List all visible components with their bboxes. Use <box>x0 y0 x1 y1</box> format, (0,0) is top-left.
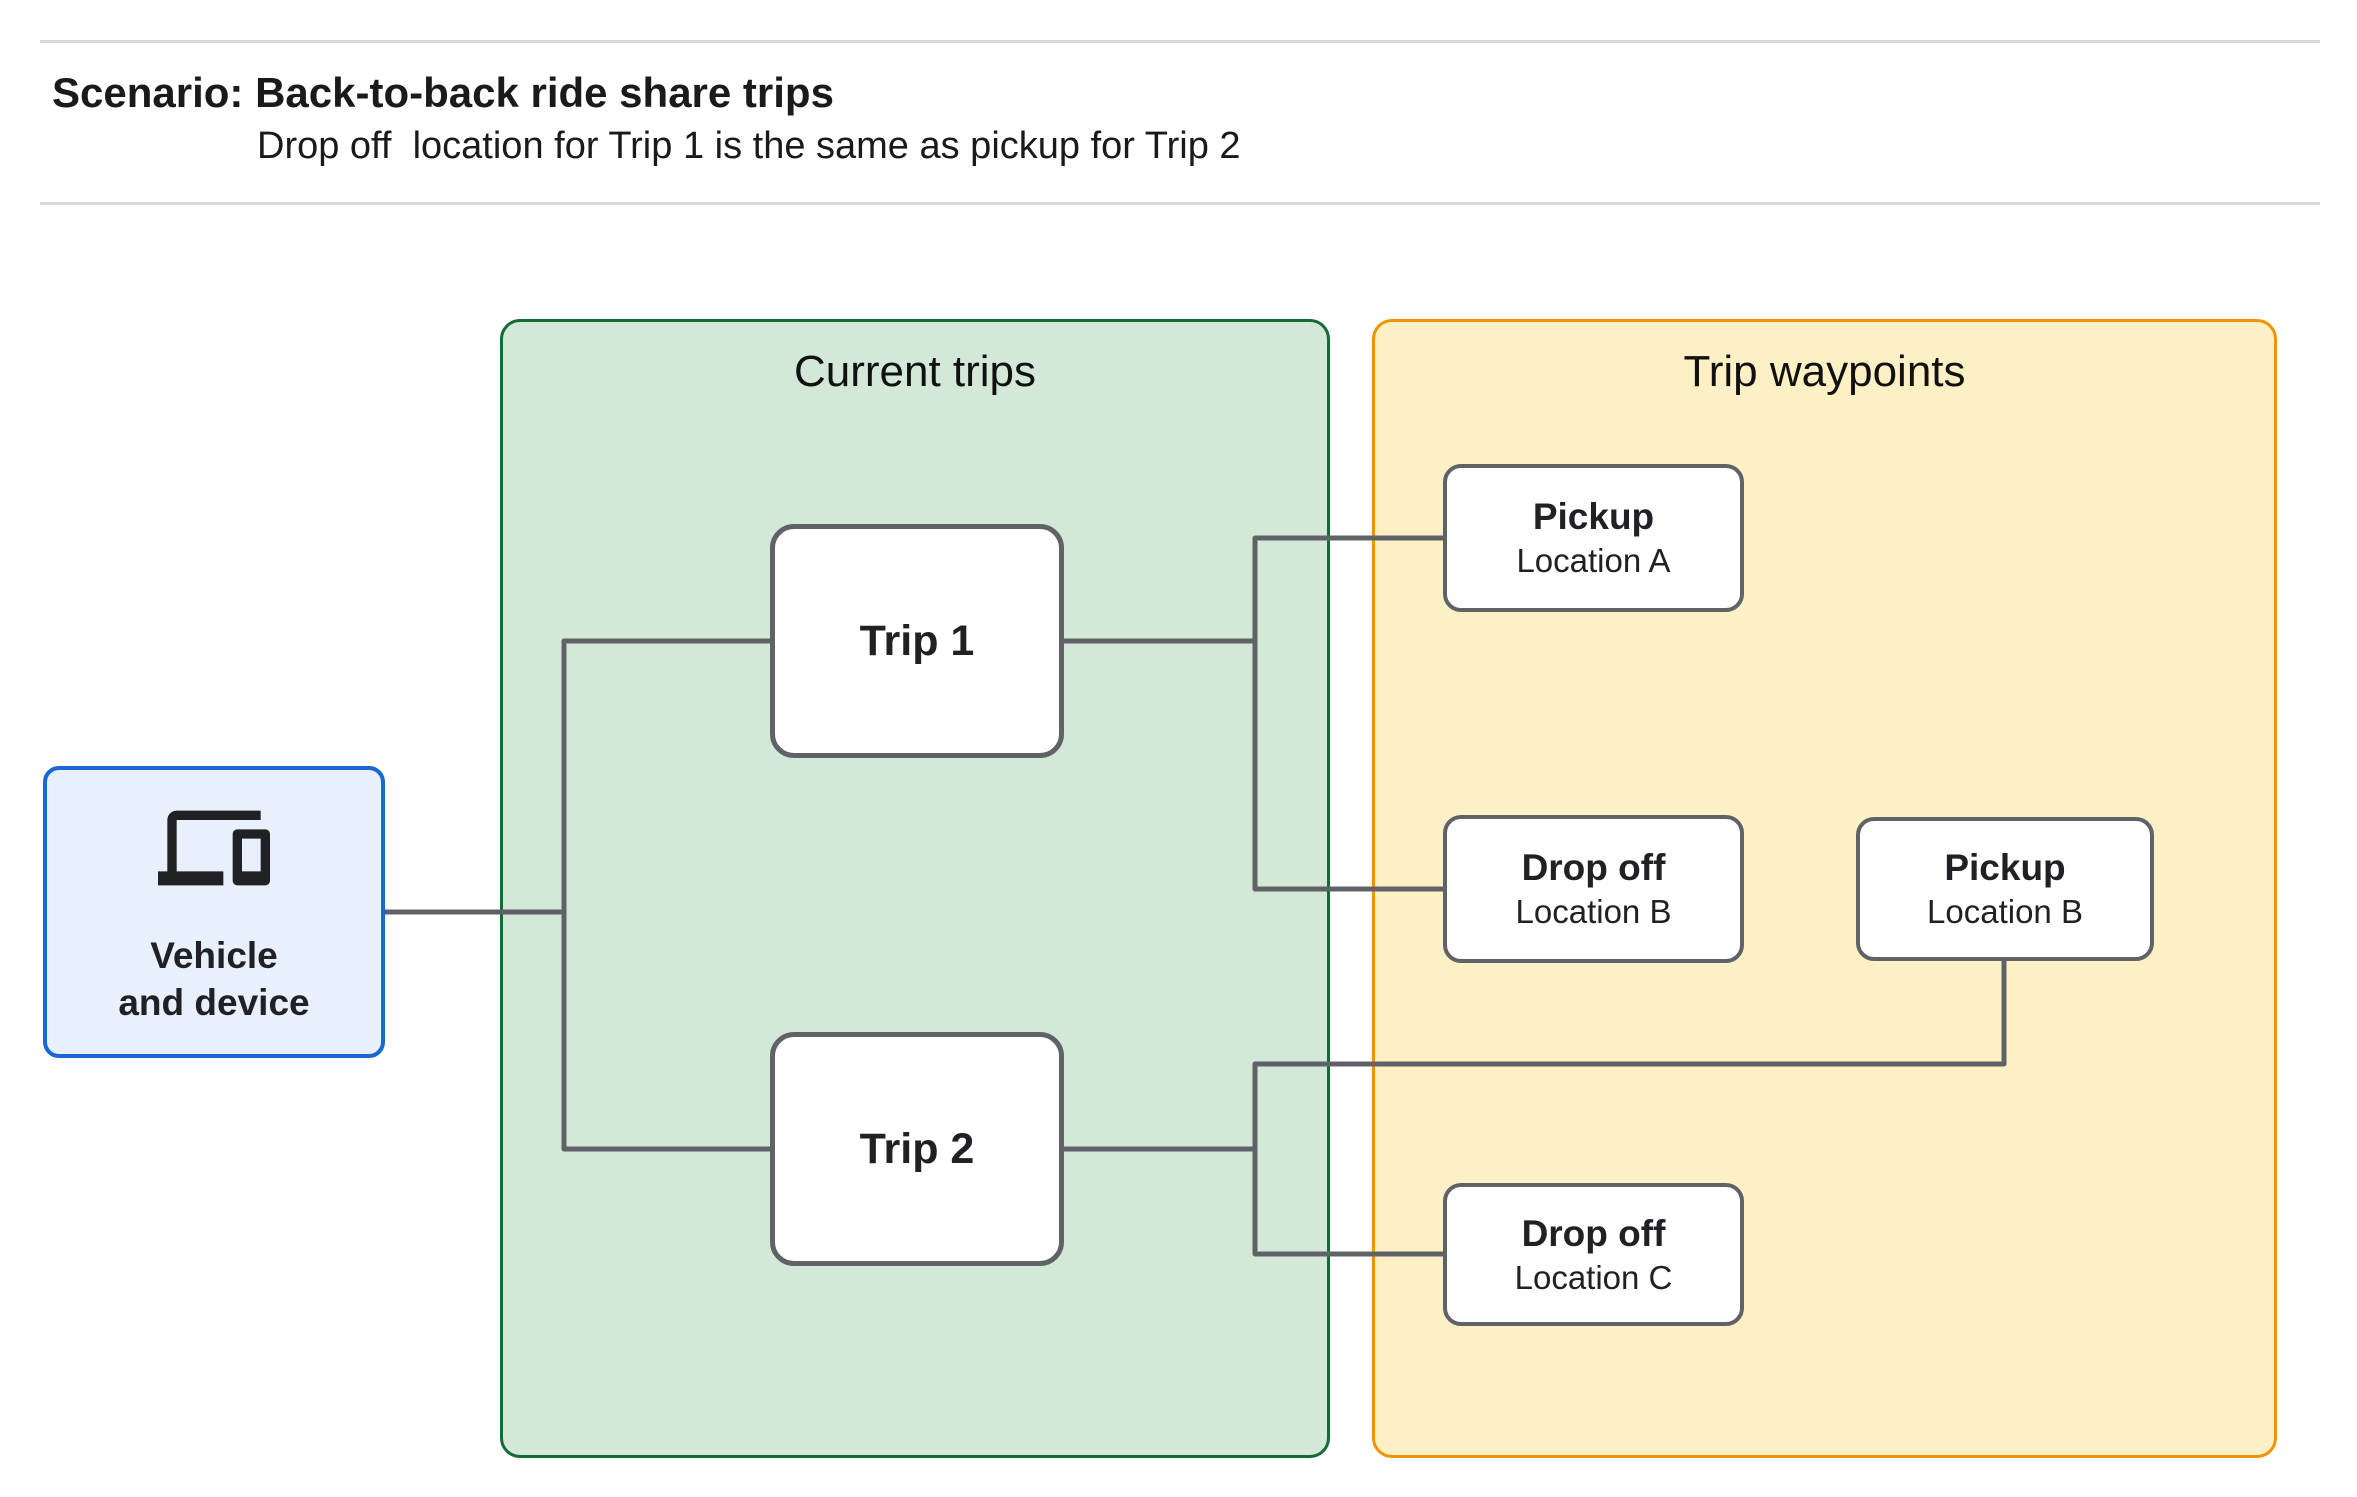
dropoff-c-location: Location C <box>1514 1258 1673 1296</box>
dropoff-c-title: Drop off <box>1521 1212 1666 1254</box>
pickup-a-title: Pickup <box>1532 496 1655 537</box>
node-dropoff-location-b: Drop off Location B <box>1443 815 1744 963</box>
node-dropoff-location-c: Drop off Location C <box>1443 1183 1744 1326</box>
page-subtitle: Drop off location for Trip 1 is the same… <box>257 125 1241 167</box>
divider-bottom <box>40 202 2320 205</box>
pickup-a-location: Location A <box>1516 542 1671 579</box>
dropoff-b-location: Location B <box>1515 893 1672 930</box>
vehicle-label-line1: Vehicle <box>150 935 278 976</box>
devices-icon <box>158 792 270 904</box>
vehicle-node-label: Vehicle and device <box>118 932 309 1026</box>
group-trip-waypoints-title: Trip waypoints <box>1683 347 1966 396</box>
group-current-trips-title: Current trips <box>793 347 1037 396</box>
page-title: Scenario: Back-to-back ride share trips <box>52 69 834 116</box>
trip-1-label: Trip 1 <box>859 616 975 665</box>
divider-top <box>40 40 2320 43</box>
vehicle-label-line2: and device <box>118 982 310 1023</box>
pickup-b-title: Pickup <box>1944 847 2066 888</box>
group-current-trips: Current trips <box>500 319 1330 1458</box>
node-trip-1: Trip 1 <box>770 524 1064 758</box>
node-trip-2: Trip 2 <box>770 1032 1064 1266</box>
pickup-b-location: Location B <box>1927 893 2083 930</box>
vehicle-device-node: Vehicle and device <box>43 766 385 1058</box>
node-pickup-location-b: Pickup Location B <box>1856 817 2154 961</box>
trip-2-label: Trip 2 <box>859 1124 975 1173</box>
dropoff-b-title: Drop off <box>1521 847 1666 888</box>
node-pickup-location-a: Pickup Location A <box>1443 464 1744 612</box>
